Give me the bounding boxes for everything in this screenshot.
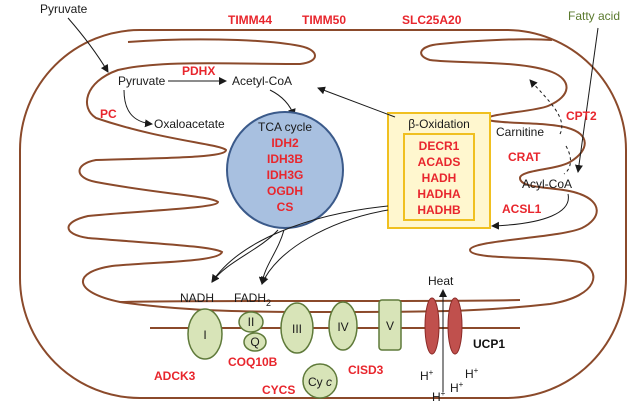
gene-decr1: DECR1 <box>419 139 460 153</box>
oxaloacetate-label: Oxaloacetate <box>154 117 225 131</box>
gene-cpt2: CPT2 <box>566 109 597 123</box>
carnitine-label: Carnitine <box>496 125 544 139</box>
complex-i <box>187 308 223 360</box>
beta-oxidation-label: β-Oxidation <box>408 117 470 131</box>
pyruvate-inside-label: Pyruvate <box>118 74 166 88</box>
gene-cycs: CYCS <box>262 383 295 397</box>
gene-adck3: ADCK3 <box>154 369 196 383</box>
gene-ogdh: OGDH <box>267 184 303 198</box>
cytochrome-c-base: Cy <box>308 375 323 389</box>
gene-timm44: TIMM44 <box>228 13 272 27</box>
cytochrome-c-italic: c <box>326 375 332 389</box>
h-plus-3: H+ <box>465 366 479 381</box>
beta-oxidation-inner-box <box>403 133 475 221</box>
gene-coq10b: COQ10B <box>228 355 278 369</box>
fadh2-subscript: 2 <box>266 298 271 308</box>
complex-i-label: I <box>203 328 206 342</box>
gene-slc25a20: SLC25A20 <box>402 13 462 27</box>
fadh2-base: FADH <box>234 291 266 305</box>
ucp1-right <box>447 297 463 355</box>
gene-pc: PC <box>100 107 117 121</box>
gene-hadh: HADH <box>422 171 457 185</box>
complex-iv-label: IV <box>337 320 348 334</box>
complex-v <box>378 299 402 351</box>
complex-iii <box>280 302 314 354</box>
complex-iv <box>328 301 358 351</box>
acetyl-coa-label: Acetyl-CoA <box>232 74 292 88</box>
gene-acads: ACADS <box>418 155 461 169</box>
cytochrome-c <box>302 363 338 399</box>
gene-timm50: TIMM50 <box>302 13 346 27</box>
etc-membrane <box>119 299 521 303</box>
heat-label: Heat <box>428 274 454 288</box>
acyl-beta-arrow <box>491 193 569 230</box>
beta-fadh2-arrow <box>260 209 389 285</box>
gene-hadha: HADHA <box>417 187 461 201</box>
gene-cs: CS <box>277 200 294 214</box>
gene-hadhb: HADHB <box>417 203 461 217</box>
pyruvate-outside-label: Pyruvate <box>40 2 88 16</box>
cytochrome-c-label: Cy c <box>308 375 332 389</box>
gene-cisd3: CISD3 <box>348 363 384 377</box>
ubiquinone-q-label: Q <box>250 335 259 349</box>
ucp1-left <box>424 297 440 355</box>
acyl-coa-label: Acyl-CoA <box>522 177 572 191</box>
ubiquinone-q <box>243 332 267 352</box>
gene-acsl1: ACSL1 <box>502 202 542 216</box>
complex-ii-label: II <box>248 315 255 329</box>
complex-v-label: V <box>386 319 394 333</box>
gene-idh2: IDH2 <box>271 136 299 150</box>
complex-ii <box>238 311 264 333</box>
beta-nadh-arrow <box>211 205 389 283</box>
pc-arrow <box>123 89 153 128</box>
tca-nadh-arrow <box>211 229 279 283</box>
tca-cycle-label: TCA cycle <box>258 120 312 134</box>
complex-iii-label: III <box>292 322 302 336</box>
h-plus-1: H+ <box>420 368 434 383</box>
tca-cycle-circle <box>226 111 344 229</box>
gene-pdhx: PDHX <box>182 64 215 78</box>
gene-ucp1: UCP1 <box>473 337 505 351</box>
fadh2-label: FADH2 <box>234 291 271 308</box>
crat-dashed-curve <box>563 145 571 175</box>
gene-crat: CRAT <box>508 150 541 164</box>
nadh-label: NADH <box>180 291 214 305</box>
fatty-acid-arrow <box>575 27 599 173</box>
h-plus-4: H+ <box>432 389 446 404</box>
gene-idh3b: IDH3B <box>267 152 303 166</box>
fatty-acid-label: Fatty acid <box>568 9 620 23</box>
pyruvate-import-arrow <box>67 17 109 73</box>
gene-idh3g: IDH3G <box>267 168 304 182</box>
beta-acetyl-arrow <box>317 86 396 118</box>
h-plus-2: H+ <box>450 380 464 395</box>
